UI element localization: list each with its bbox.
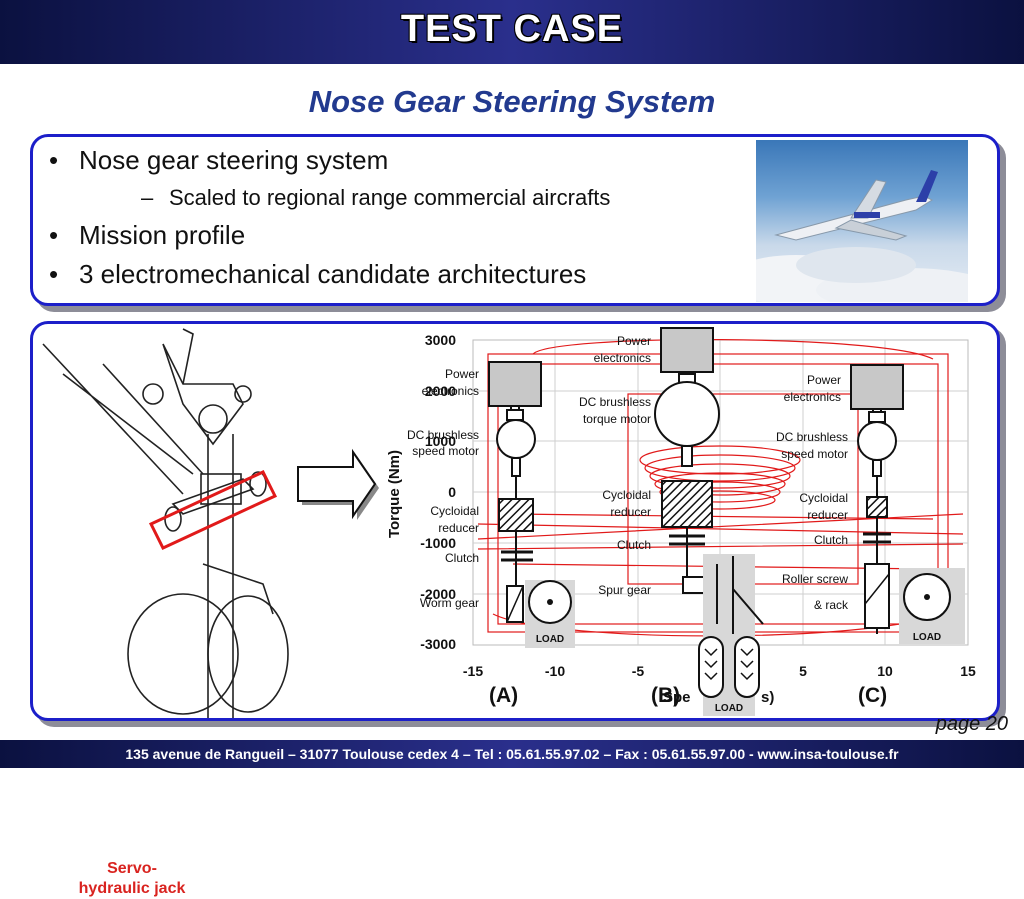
bullet-item: • 3 electromechanical candidate architect… — [43, 255, 610, 294]
airplane-icon — [756, 170, 968, 302]
y-tick: -2000 — [420, 586, 456, 602]
y-tick: 3000 — [425, 332, 456, 348]
x-axis-label-tail: s) — [761, 689, 774, 706]
bullet-text: Nose gear steering system — [79, 145, 389, 175]
gear-label: Roller screw — [782, 572, 848, 586]
x-tick: -15 — [463, 663, 483, 679]
servo-label-line: hydraulic jack — [78, 880, 186, 897]
motor-label: speed motor — [781, 447, 848, 461]
gear-label: Worm gear — [420, 596, 479, 610]
servo-label: Servo- hydraulic jack — [57, 859, 207, 899]
bullets-panel: • Nose gear steering system –Scaled to re… — [30, 134, 1000, 306]
motor-icon — [654, 381, 720, 447]
power-electronics-block — [850, 364, 904, 410]
load-label: LOAD — [715, 703, 743, 714]
architecture-b-labels: Power electronics DC brushless torque mo… — [579, 334, 651, 597]
load-label: LOAD — [913, 632, 941, 643]
y-tick: -3000 — [420, 636, 456, 652]
x-tick: -10 — [545, 663, 565, 679]
architecture-tag: (C) — [858, 684, 887, 707]
architecture-b: LOAD (B) — [651, 327, 764, 716]
bullet-symbol: • — [49, 259, 59, 289]
reducer-label: reducer — [610, 505, 651, 519]
nose-gear-drawing — [42, 328, 289, 718]
power-label: electronics — [594, 351, 651, 365]
power-label: Power — [807, 373, 841, 387]
reducer-label: reducer — [807, 508, 848, 522]
y-axis-label: Torque (Nm) — [386, 450, 403, 538]
clutch-label: Clutch — [814, 533, 848, 547]
architecture-c: LOAD (C) — [850, 364, 965, 707]
power-label: Power — [617, 334, 651, 348]
architecture-a: LOAD (A) — [488, 361, 575, 707]
bullet-text: 3 electromechanical candidate architectu… — [79, 259, 587, 289]
motor-icon — [857, 421, 897, 461]
reducer-label: Cycloidal — [430, 504, 479, 518]
x-tick: 15 — [960, 663, 976, 679]
reducer-icon — [661, 480, 713, 528]
footer-text: 135 avenue de Rangueil – 31077 Toulouse … — [125, 746, 899, 762]
sub-bullet-item: –Scaled to regional range commercial air… — [127, 180, 610, 216]
bullet-item: • Mission profile — [43, 216, 610, 255]
sub-bullet-symbol: – — [141, 185, 154, 210]
header-bar: TEST CASE — [0, 0, 1024, 64]
power-electronics-block — [488, 361, 542, 407]
motor-icon — [496, 419, 536, 459]
motor-label: DC brushless — [579, 395, 651, 409]
x-tick: 5 — [799, 663, 807, 679]
architecture-tag: (A) — [489, 684, 518, 707]
sub-bullet-text: Scaled to regional range commercial airc… — [169, 185, 611, 210]
motor-label: speed motor — [412, 444, 479, 458]
power-label: electronics — [422, 384, 479, 398]
bullet-symbol: • — [49, 220, 59, 250]
y-tick: 1000 — [425, 433, 456, 449]
x-axis-label: Spe — [663, 689, 691, 706]
slide-title: TEST CASE — [400, 8, 624, 50]
page-number: page 20 — [935, 713, 1008, 735]
reducer-label: Cycloidal — [799, 491, 848, 505]
architecture-panel: 3000 2000 1000 0 -1000 -2000 -3000 -15 -… — [30, 321, 1000, 897]
load-label: LOAD — [536, 634, 564, 645]
reducer-label: reducer — [438, 521, 479, 535]
motor-label: torque motor — [583, 412, 651, 426]
architecture-tag: (B) — [651, 684, 680, 707]
bullet-item: • Nose gear steering system –Scaled to re… — [43, 141, 610, 216]
reducer-icon — [866, 496, 888, 518]
bullet-list: • Nose gear steering system –Scaled to re… — [43, 141, 610, 294]
clutch-label: Clutch — [617, 538, 651, 552]
gear-label: Spur gear — [598, 583, 651, 597]
footer-bar: 135 avenue de Rangueil – 31077 Toulouse … — [0, 740, 1024, 768]
architecture-a-labels: Power electronics DC brushless speed mot… — [407, 367, 479, 610]
slide-subtitle: Nose Gear Steering System — [308, 84, 716, 119]
power-label: electronics — [784, 390, 841, 404]
power-electronics-block — [660, 327, 714, 373]
reducer-label: Cycloidal — [602, 488, 651, 502]
architecture-diagram: 3000 2000 1000 0 -1000 -2000 -3000 -15 -… — [42, 327, 976, 718]
bullet-symbol: • — [49, 145, 59, 175]
servo-highlight — [148, 470, 278, 550]
arrow-icon — [297, 448, 379, 520]
y-tick-labels: 3000 2000 1000 0 -1000 -2000 -3000 — [420, 332, 456, 652]
power-label: Power — [445, 367, 479, 381]
reducer-icon — [498, 498, 534, 532]
gear-label: & rack — [814, 598, 849, 612]
y-tick: -1000 — [420, 535, 456, 551]
architecture-c-labels: Power electronics DC brushless speed mot… — [776, 373, 849, 612]
bullet-text: Mission profile — [79, 220, 246, 250]
servo-label-line: Servo- — [107, 860, 157, 877]
clutch-label: Clutch — [445, 551, 479, 565]
y-tick: 0 — [448, 484, 456, 500]
y-tick: 2000 — [425, 383, 456, 399]
motor-label: DC brushless — [407, 428, 479, 442]
motor-label: DC brushless — [776, 430, 848, 444]
x-tick: 10 — [877, 663, 893, 679]
aircraft-photo — [756, 140, 968, 302]
x-tick: -5 — [632, 663, 645, 679]
